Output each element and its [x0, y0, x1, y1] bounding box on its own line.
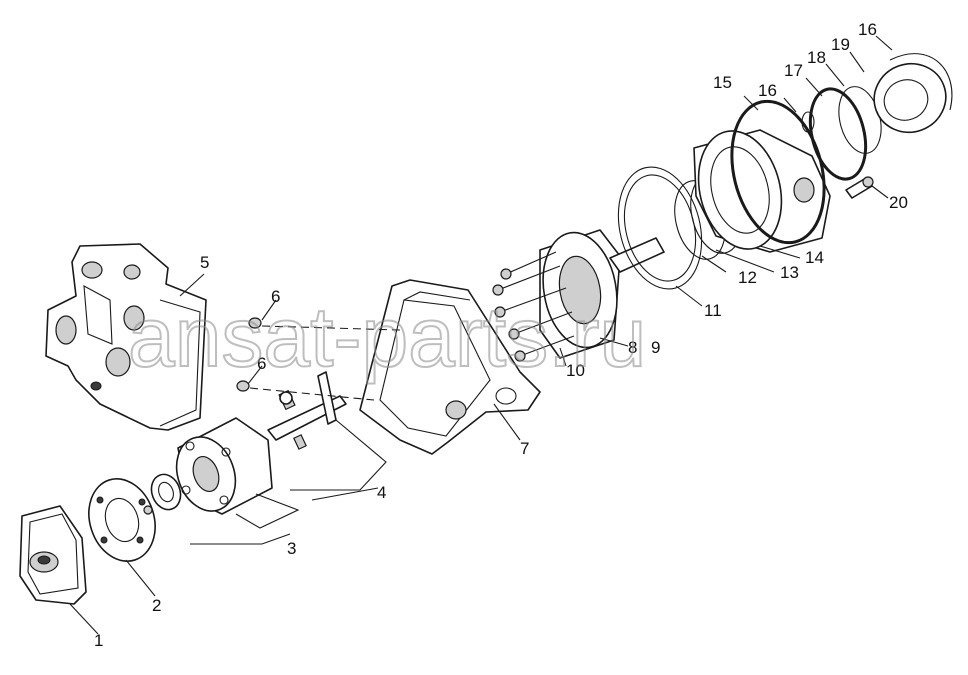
callout-16-lower: 16 — [758, 81, 777, 100]
watermark-text: ansat-parts.ru — [128, 290, 646, 384]
part-8-carrier — [539, 229, 665, 359]
leader-lines — [69, 35, 893, 635]
part-16-snap-ring-lower — [801, 111, 815, 133]
part-6-plug-lower — [236, 380, 250, 392]
callout-11: 11 — [704, 301, 722, 320]
callout-12: 12 — [738, 268, 757, 287]
callout-6-lower: 6 — [257, 354, 266, 373]
callout-17: 17 — [784, 61, 803, 80]
part-20-bolt — [845, 176, 874, 199]
callout-7: 7 — [520, 439, 529, 458]
callout-18: 18 — [807, 48, 826, 67]
callout-9: 9 — [651, 338, 660, 357]
callout-labels: 1 2 3 4 5 6 6 7 8 9 10 11 12 13 14 15 16… — [94, 20, 908, 650]
callout-20: 20 — [889, 193, 908, 212]
part-16-snap-ring-upper — [889, 53, 953, 111]
callout-13: 13 — [780, 263, 799, 282]
callout-10: 10 — [566, 361, 585, 380]
part-17-ring — [808, 87, 868, 181]
part-6-plug-upper — [248, 317, 262, 329]
part-7-flange-housing — [359, 279, 541, 455]
part-4-drive-shaft — [267, 371, 347, 450]
part-2-valve-plate — [88, 478, 156, 562]
callout-2: 2 — [152, 596, 161, 615]
callout-15: 15 — [713, 73, 732, 92]
part-1-end-plate — [19, 505, 87, 605]
callout-4: 4 — [377, 483, 386, 502]
callout-8: 8 — [628, 338, 637, 357]
part-10-bolts — [492, 251, 575, 362]
callout-14: 14 — [805, 248, 824, 267]
callout-3: 3 — [287, 539, 296, 558]
callout-5: 5 — [200, 253, 209, 272]
callout-19: 19 — [831, 35, 850, 54]
callout-6-upper: 6 — [271, 287, 280, 306]
part-3-cylinder-block — [150, 417, 273, 515]
callout-1: 1 — [94, 631, 103, 650]
part-14-hub-housing — [693, 129, 831, 253]
part-5-motor-housing — [45, 243, 207, 431]
callout-16-upper: 16 — [858, 20, 877, 39]
part-19-bearing — [873, 62, 947, 134]
